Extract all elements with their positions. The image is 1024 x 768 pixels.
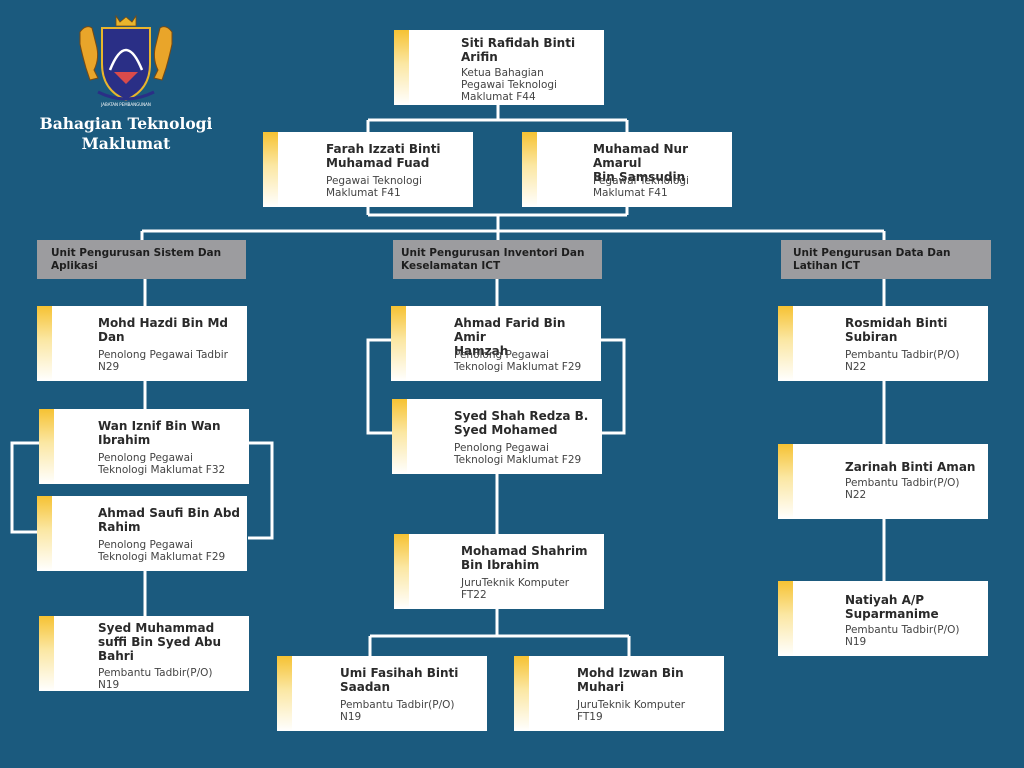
card-accent <box>392 399 407 474</box>
card-accent <box>522 132 537 207</box>
person-role: Penolong Pegawai Teknologi Maklumat F32 <box>98 452 226 476</box>
person-name: Mohamad Shahrim Bin Ibrahim <box>461 544 588 572</box>
person-name: Zarinah Binti Aman <box>845 460 976 474</box>
person-name: Syed Muhammad suffi Bin Syed Abu Bahri <box>98 621 222 663</box>
person-card-syed-shah: Syed Shah Redza B. Syed Mohamed Penolong… <box>392 399 602 474</box>
card-accent <box>394 30 409 105</box>
person-role: Pembantu Tadbir(P/O) N22 <box>845 349 960 373</box>
person-name: Mohd Izwan Bin Muhari <box>577 666 684 694</box>
person-role: Pembantu Tadbir(P/O) N19 <box>845 624 960 648</box>
person-name: Umi Fasihah Binti Saadan <box>340 666 459 694</box>
person-name: Wan Iznif Bin Wan Ibrahim <box>98 419 221 447</box>
unit-header-inventori-keselamatan: Unit Pengurusan Inventori Dan Keselamata… <box>393 240 602 279</box>
person-role: Penolong Pegawai Teknologi Maklumat F29 <box>454 442 582 466</box>
person-name: Mohd Hazdi Bin Md Dan <box>98 316 229 344</box>
person-role: Pegawai Teknologi Maklumat F41 <box>593 175 689 199</box>
person-name: Muhamad Nur Amarul Bin Samsudin <box>593 142 688 184</box>
person-card-amarul: Muhamad Nur Amarul Bin Samsudin Pegawai … <box>522 132 732 207</box>
card-accent <box>391 306 406 381</box>
person-card-hazdi: Mohd Hazdi Bin Md Dan Penolong Pegawai T… <box>37 306 247 381</box>
person-name: Siti Rafidah Binti Arifin <box>461 36 576 64</box>
department-title: Bahagian Teknologi Maklumat <box>39 114 213 153</box>
person-card-shahrim: Mohamad Shahrim Bin Ibrahim JuruTeknik K… <box>394 534 604 609</box>
person-card-rosmidah: Rosmidah Binti Subiran Pembantu Tadbir(P… <box>778 306 988 381</box>
person-role: Pegawai Teknologi Maklumat F41 <box>326 175 422 199</box>
person-name: Rosmidah Binti Subiran <box>845 316 948 344</box>
crest-logo: JABATAN PEMBANGUNAN <box>79 14 173 107</box>
person-role: Penolong Pegawai Tadbir N29 <box>98 349 228 373</box>
person-name: Natiyah A/P Suparmanime <box>845 593 939 621</box>
person-card-izwan: Mohd Izwan Bin Muhari JuruTeknik Kompute… <box>514 656 724 731</box>
person-card-ketua-bahagian: Siti Rafidah Binti Arifin Ketua Bahagian… <box>394 30 604 105</box>
card-accent <box>277 656 292 731</box>
card-accent <box>39 409 54 484</box>
unit-header-data-latihan: Unit Pengurusan Data Dan Latihan ICT <box>781 240 991 279</box>
person-name: Syed Shah Redza B. Syed Mohamed <box>454 409 589 437</box>
person-role: Ketua Bahagian Pegawai Teknologi Makluma… <box>461 67 557 103</box>
svg-text:JABATAN PEMBANGUNAN: JABATAN PEMBANGUNAN <box>100 102 151 107</box>
card-accent <box>37 306 52 381</box>
card-accent <box>39 616 54 691</box>
person-role: JuruTeknik Komputer FT19 <box>577 699 686 723</box>
person-name: Ahmad Farid Bin Amir Hamzah <box>454 316 566 358</box>
person-card-natiyah: Natiyah A/P Suparmanime Pembantu Tadbir(… <box>778 581 988 656</box>
person-role: JuruTeknik Komputer FT22 <box>461 577 570 601</box>
person-role: Pembantu Tadbir(P/O) N19 <box>340 699 455 723</box>
person-role: Penolong Pegawai Teknologi Maklumat F29 <box>454 349 582 373</box>
card-accent <box>394 534 409 609</box>
card-accent <box>778 581 793 656</box>
person-card-umi: Umi Fasihah Binti Saadan Pembantu Tadbir… <box>277 656 487 731</box>
card-accent <box>778 306 793 381</box>
person-name: Ahmad Saufi Bin Abd Rahim <box>98 506 241 534</box>
unit-header-sistem-aplikasi: Unit Pengurusan Sistem Dan Aplikasi <box>37 240 246 279</box>
person-role: Pembantu Tadbir(P/O) N19 <box>98 667 213 691</box>
person-card-zarinah: Zarinah Binti Aman Pembantu Tadbir(P/O) … <box>778 444 988 519</box>
card-accent <box>778 444 793 519</box>
card-accent <box>514 656 529 731</box>
person-card-syed-muhammad: Syed Muhammad suffi Bin Syed Abu Bahri P… <box>39 616 249 691</box>
card-accent <box>263 132 278 207</box>
person-card-farah: Farah Izzati Binti Muhamad Fuad Pegawai … <box>263 132 473 207</box>
person-card-saufi: Ahmad Saufi Bin Abd Rahim Penolong Pegaw… <box>37 496 247 571</box>
person-role: Penolong Pegawai Teknologi Maklumat F29 <box>98 539 226 563</box>
person-name: Farah Izzati Binti Muhamad Fuad <box>326 142 441 170</box>
person-card-ahmad-farid: Ahmad Farid Bin Amir Hamzah Penolong Peg… <box>391 306 601 381</box>
person-card-iznif: Wan Iznif Bin Wan Ibrahim Penolong Pegaw… <box>39 409 249 484</box>
person-role: Pembantu Tadbir(P/O) N22 <box>845 477 960 501</box>
card-accent <box>37 496 52 571</box>
